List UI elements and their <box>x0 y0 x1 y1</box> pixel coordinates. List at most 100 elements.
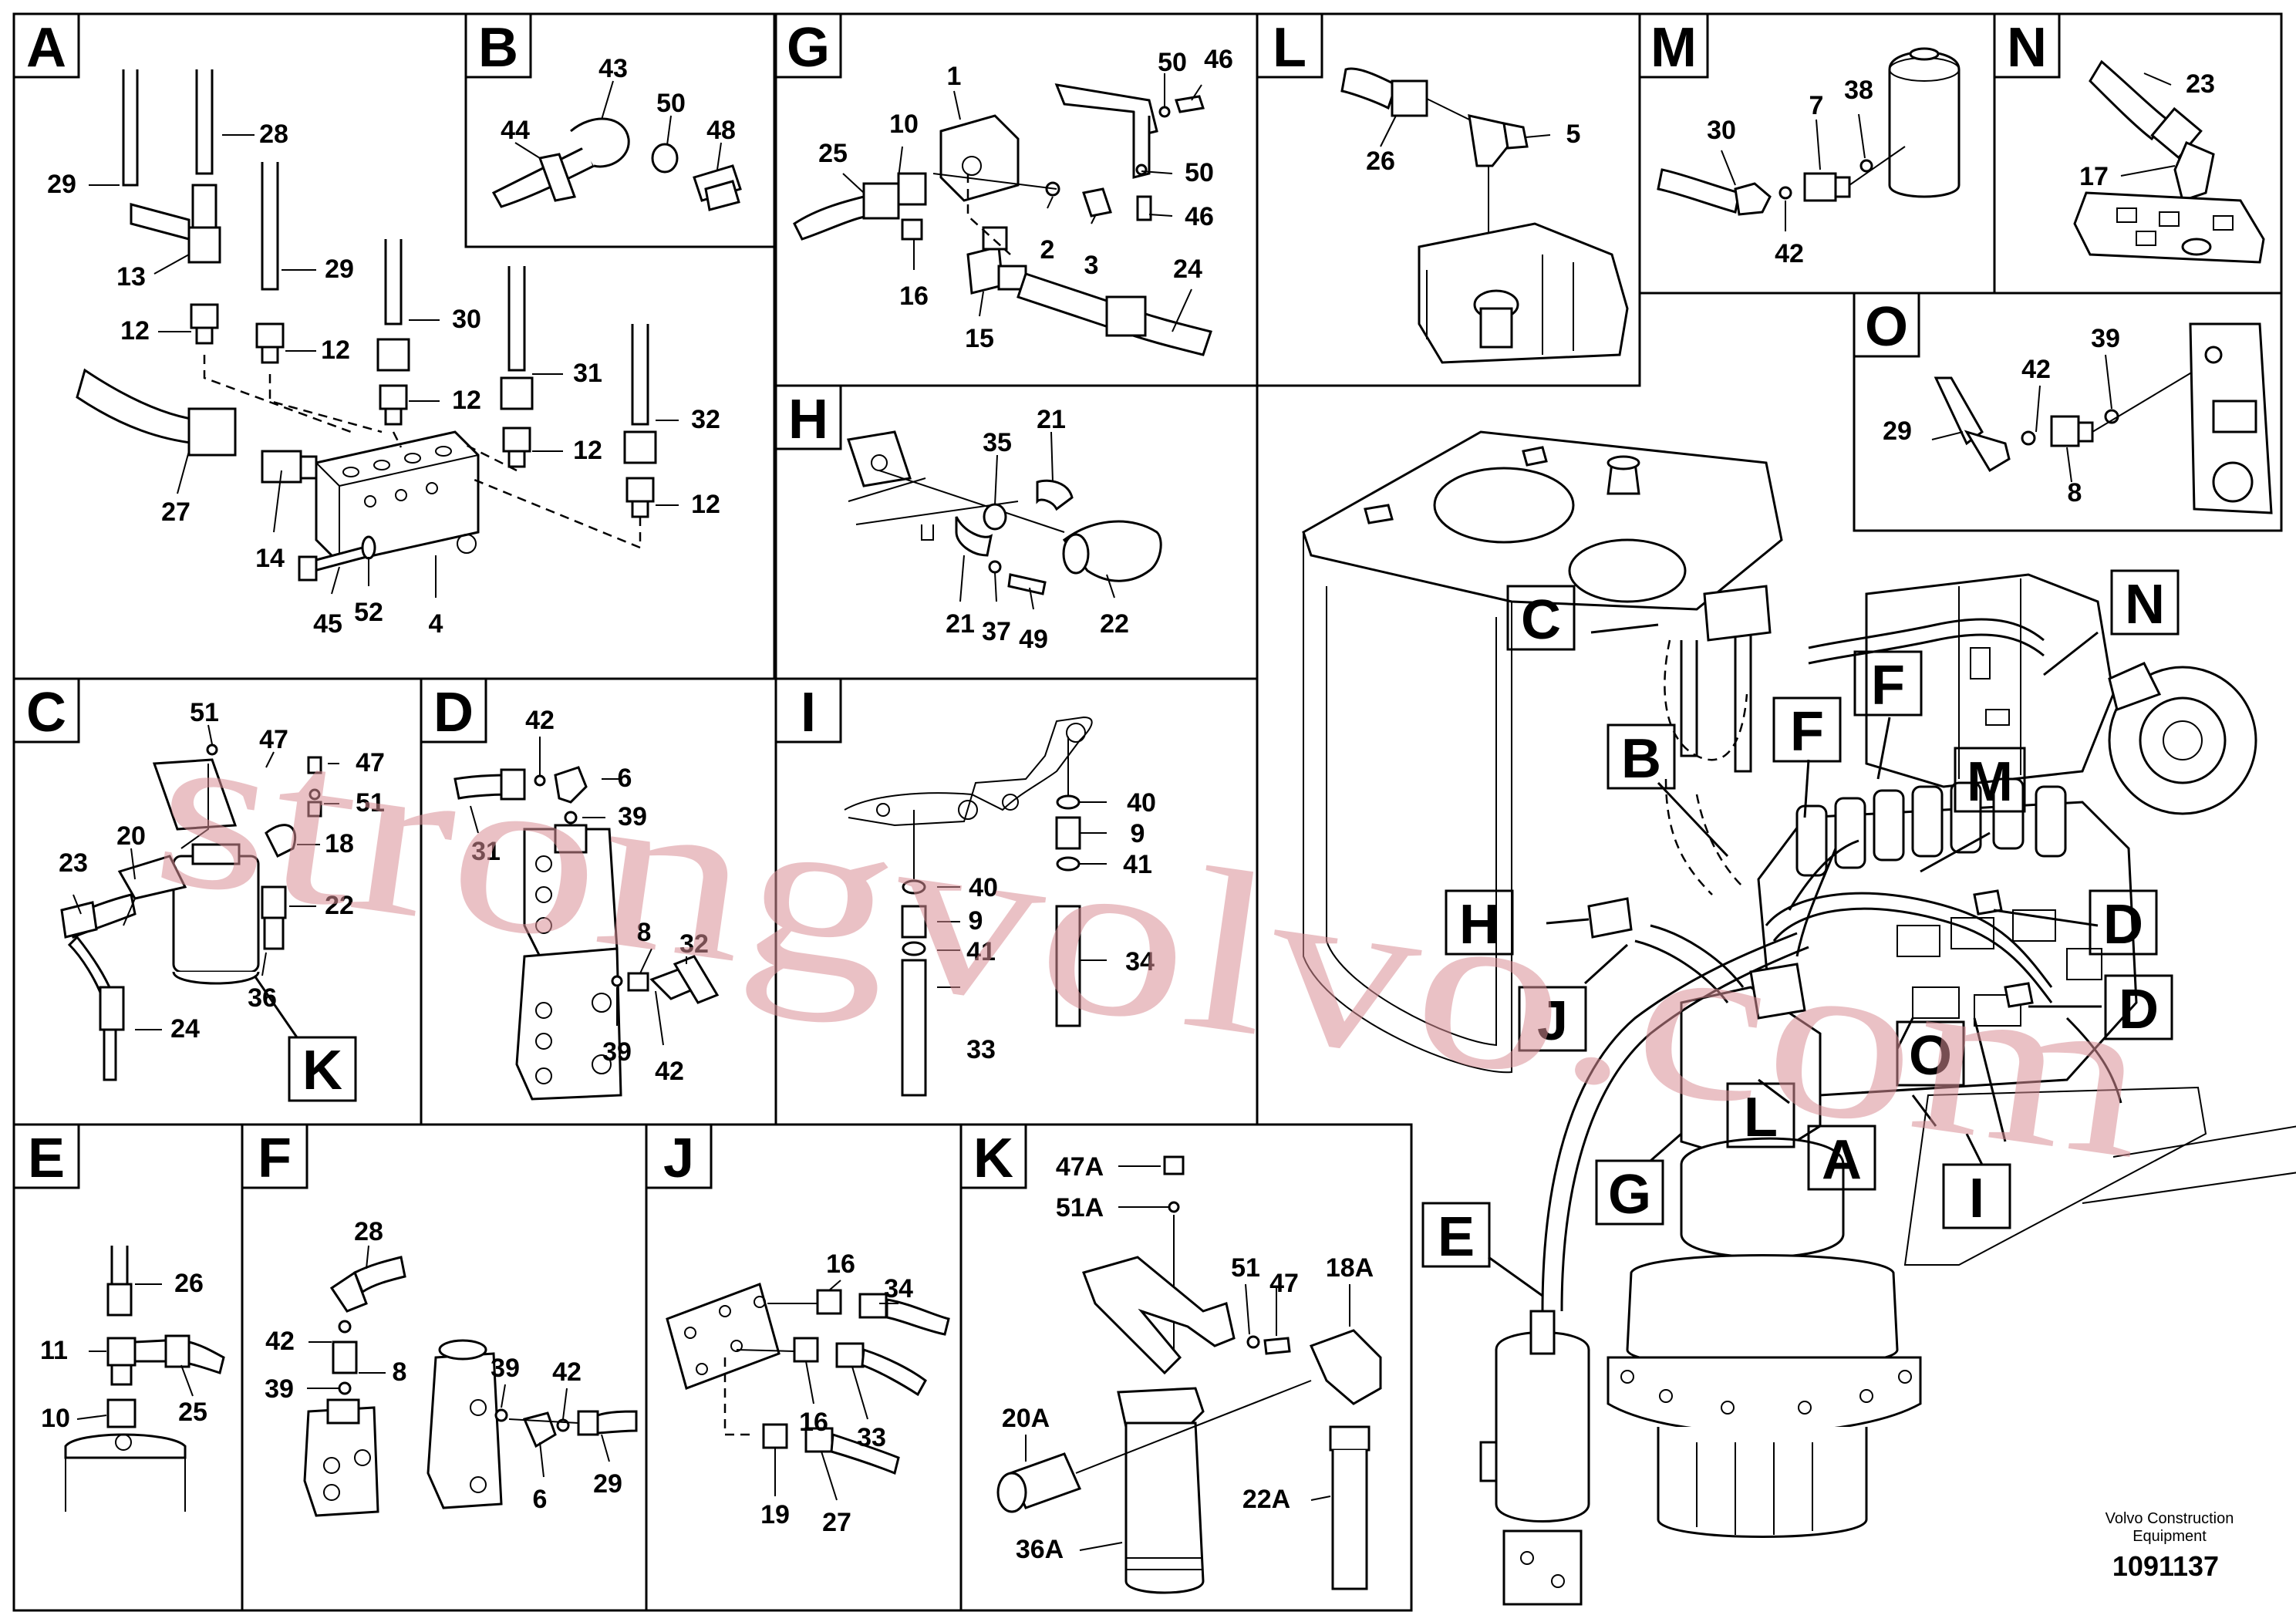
svg-text:9: 9 <box>1131 819 1145 848</box>
main-callout-D-1: D <box>2089 889 2158 956</box>
svg-text:29: 29 <box>47 170 76 199</box>
main-callouts: C N F F B M H D J D O L A G I E <box>1421 569 2180 1297</box>
panel-C-drawing <box>60 744 322 1081</box>
svg-text:23: 23 <box>59 848 88 878</box>
svg-text:N: N <box>2007 17 2047 79</box>
svg-text:48: 48 <box>706 116 736 145</box>
svg-text:40: 40 <box>1127 788 1156 818</box>
panel-M-labels: 30 7 38 42 <box>1707 76 1873 268</box>
panel-J-letter: J <box>645 1123 713 1189</box>
svg-text:39: 39 <box>491 1354 520 1383</box>
svg-text:18: 18 <box>325 829 354 858</box>
svg-text:C: C <box>1521 589 1561 651</box>
svg-text:42: 42 <box>2021 355 2051 384</box>
svg-text:6: 6 <box>533 1485 548 1514</box>
svg-text:38: 38 <box>1844 76 1873 105</box>
panel-N-drawing <box>2073 59 2265 264</box>
svg-text:8: 8 <box>393 1357 407 1387</box>
panel-C-labels: 51 47 47 51 20 18 23 22 36 24 <box>59 698 385 1044</box>
svg-text:50: 50 <box>1158 48 1187 77</box>
svg-text:46: 46 <box>1185 202 1214 231</box>
panel-C-K-callout: K <box>253 975 357 1102</box>
svg-text:41: 41 <box>1123 850 1152 879</box>
svg-text:L: L <box>1273 17 1306 79</box>
panel-N-labels: 23 17 <box>2079 69 2215 191</box>
svg-text:37: 37 <box>982 617 1011 646</box>
main-callout-I: I <box>1942 1163 2011 1229</box>
svg-text:34: 34 <box>884 1274 913 1303</box>
main-callout-B: B <box>1607 723 1676 790</box>
panel-letter-boxes: A B G L M N O H C D I E F J K <box>12 12 2061 1189</box>
svg-text:F: F <box>1790 701 1824 763</box>
panel-frames <box>12 12 2283 1612</box>
svg-text:B: B <box>1621 728 1661 790</box>
main-callout-G: G <box>1595 1159 1664 1226</box>
panel-L-labels: 26 5 <box>1366 115 1580 176</box>
svg-text:25: 25 <box>178 1398 207 1427</box>
panel-O-drawing <box>1934 322 2273 514</box>
svg-text:31: 31 <box>471 837 501 866</box>
svg-text:32: 32 <box>691 405 720 434</box>
panel-N-letter: N <box>1993 12 2061 79</box>
main-callout-E: E <box>1421 1202 1491 1268</box>
svg-text:18A: 18A <box>1326 1253 1374 1283</box>
svg-text:D: D <box>433 682 474 744</box>
svg-text:20: 20 <box>116 821 146 851</box>
svg-text:49: 49 <box>1019 625 1048 654</box>
svg-text:2: 2 <box>1040 235 1055 265</box>
panel-I-letter: I <box>774 677 842 744</box>
svg-text:41: 41 <box>966 937 996 966</box>
svg-text:I: I <box>1969 1168 1984 1229</box>
svg-text:21: 21 <box>946 609 975 639</box>
svg-text:47A: 47A <box>1056 1152 1104 1182</box>
main-assembly-drawing <box>1302 430 2296 1606</box>
svg-text:A: A <box>26 17 66 79</box>
svg-text:33: 33 <box>966 1035 996 1064</box>
svg-text:17: 17 <box>2079 162 2109 191</box>
panel-B-drawing <box>491 117 742 211</box>
svg-text:42: 42 <box>265 1327 295 1356</box>
svg-text:51: 51 <box>190 698 219 727</box>
svg-text:22: 22 <box>325 891 354 920</box>
svg-text:16: 16 <box>899 282 929 311</box>
panel-A-drawing <box>76 69 657 582</box>
svg-text:12: 12 <box>573 436 602 465</box>
watermark: strongvolvo.com <box>142 675 2163 1208</box>
svg-text:29: 29 <box>593 1469 622 1499</box>
footer-brand: Volvo Construction Equipment 1091137 <box>2106 1510 2234 1582</box>
panel-K-labels: 47A 51A 51 47 18A 20A 22A 36A <box>1002 1152 1374 1564</box>
svg-text:E: E <box>1438 1206 1475 1268</box>
svg-text:O: O <box>1865 296 1908 358</box>
svg-text:30: 30 <box>452 305 481 334</box>
svg-text:34: 34 <box>1125 947 1155 976</box>
svg-text:51A: 51A <box>1056 1193 1104 1222</box>
svg-text:H: H <box>1459 894 1499 956</box>
main-callout-O: O <box>1896 1020 1965 1087</box>
svg-text:N: N <box>2125 574 2165 636</box>
panel-D-labels: 42 6 39 31 8 32 39 42 <box>470 706 709 1086</box>
panel-H-letter: H <box>774 384 842 450</box>
svg-text:7: 7 <box>1809 91 1824 120</box>
main-callout-D-2: D <box>2104 974 2173 1040</box>
svg-text:39: 39 <box>2091 324 2120 353</box>
svg-text:36A: 36A <box>1016 1535 1064 1564</box>
svg-text:22A: 22A <box>1242 1485 1290 1514</box>
svg-text:3: 3 <box>1084 251 1099 280</box>
svg-text:4: 4 <box>429 609 443 639</box>
svg-text:14: 14 <box>255 544 285 573</box>
svg-text:46: 46 <box>1204 45 1233 74</box>
svg-text:K: K <box>973 1128 1013 1189</box>
panel-C-letter: C <box>12 677 80 744</box>
panel-O-letter: O <box>1853 292 1920 358</box>
svg-text:16: 16 <box>826 1249 855 1279</box>
svg-text:43: 43 <box>598 54 628 83</box>
svg-text:45: 45 <box>313 609 342 639</box>
panel-B-labels: 43 44 50 48 <box>501 54 736 170</box>
panel-O-labels: 39 42 29 8 <box>1883 324 2120 508</box>
svg-text:28: 28 <box>259 120 288 149</box>
svg-text:12: 12 <box>691 490 720 519</box>
panel-H-drawing <box>847 430 1162 595</box>
svg-text:A: A <box>1822 1129 1862 1191</box>
svg-text:22: 22 <box>1100 609 1129 639</box>
